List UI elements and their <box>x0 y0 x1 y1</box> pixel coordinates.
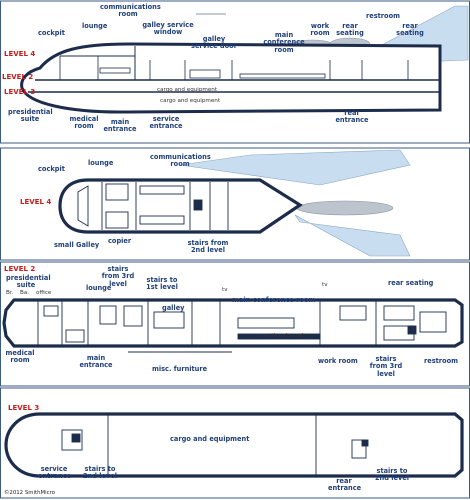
l2-stairs-from-3rd-label: stairs from 3rd level <box>101 265 135 288</box>
level-2-tag: LEVEL 2 <box>2 73 34 81</box>
side-rear-seating-label: rear seating <box>336 22 364 38</box>
l2-work-room-label: work room <box>318 357 358 365</box>
credit-text: ©2012 SmithMicro <box>4 490 56 496</box>
side-cockpit-label: cockpit <box>38 29 65 37</box>
level-3-rooms <box>61 414 369 476</box>
side-galley-window-label: galley service window <box>142 21 194 37</box>
level-2-hull <box>2 298 464 348</box>
l2-tv-label-2: tv <box>322 282 328 288</box>
side-communications-label: communications room <box>100 3 161 19</box>
side-presidential-suite-label: presidential suite <box>8 108 53 124</box>
fuselage-outline <box>20 42 442 114</box>
l4-cockpit-label: cockpit <box>38 165 65 173</box>
level-4-rooms <box>77 182 229 230</box>
l4-communications-label: communications room <box>150 153 211 169</box>
level-3-tag: LEVEL 3 <box>4 88 36 96</box>
side-lounge-label: lounge <box>82 22 108 30</box>
l2-stairs-from-3rd-2-label: stairs from 3rd level <box>369 355 403 378</box>
l4-lounge-label: lounge <box>88 159 114 167</box>
l4-small-galley-label: small Galley <box>54 241 100 249</box>
side-rear-seating-2-label: rear seating <box>396 22 424 38</box>
engine-3 <box>296 200 394 216</box>
side-medical-room-label: medical room <box>69 115 99 131</box>
l2-tv-label-1: tv <box>222 287 228 293</box>
l3-service-entrance-label: service entrance <box>38 465 72 481</box>
level-2-rooms <box>37 300 447 353</box>
l2-bedroom-label: Br. <box>6 290 14 296</box>
l2-restroom-label: restroom <box>424 357 458 365</box>
l2-bath-label: Ba. <box>20 290 30 296</box>
side-work-room-label: work room <box>310 22 330 38</box>
level-4-heading: LEVEL 4 <box>20 198 52 206</box>
side-cargo-label-1: cargo and equipment <box>157 87 218 93</box>
l2-stairs-to-1st-label: stairs to 1st level <box>146 276 178 292</box>
level-2-heading: LEVEL 2 <box>4 265 36 273</box>
l2-office-label: office <box>36 290 52 296</box>
side-restroom-label: restroom <box>366 12 400 20</box>
l3-stairs-to-2nd-1-label: stairs to 2nd level <box>82 465 118 481</box>
l2-conference-label: main conference room <box>232 296 316 304</box>
side-galley-door-label: galley service door <box>191 35 237 51</box>
side-rear-entrance-label: rear entrance <box>335 109 369 125</box>
l3-stairs-to-2nd-2-label: stairs to 2nd level <box>374 467 410 483</box>
level-4-tag: LEVEL 4 <box>4 50 36 58</box>
l2-galley-label: galley <box>162 304 185 312</box>
l2-lounge-label: lounge <box>86 284 112 292</box>
l3-rear-entrance-label: rear entrance <box>328 477 362 493</box>
level-4-hull <box>58 178 303 234</box>
level-3-hull <box>4 412 464 478</box>
l2-medical-room-label: medical room <box>5 349 35 365</box>
l2-misc-furniture-label: misc. furniture <box>152 365 208 373</box>
l2-rear-seating-label: rear seating <box>388 279 434 287</box>
l4-stairs-label: stairs from 2nd level <box>187 239 229 255</box>
side-main-entrance-label: main entrance <box>103 118 137 134</box>
wing-upper <box>179 149 411 186</box>
side-cargo-label-2: cargo and equipment <box>160 98 221 104</box>
l3-cargo-label: cargo and equipment <box>170 435 250 443</box>
l2-couch-label: sectional couch <box>262 333 306 339</box>
side-room-dividers <box>59 56 409 80</box>
l4-copier-label: copier <box>108 237 132 245</box>
wing-lower <box>294 214 411 257</box>
side-service-entrance-label: service entrance <box>149 115 183 131</box>
side-conference-label: main conference room <box>263 31 305 54</box>
l2-main-entrance-label: main entrance <box>79 354 113 370</box>
l2-presidential-suite-label: presidential suite <box>6 274 51 290</box>
level-3-heading: LEVEL 3 <box>8 404 40 412</box>
